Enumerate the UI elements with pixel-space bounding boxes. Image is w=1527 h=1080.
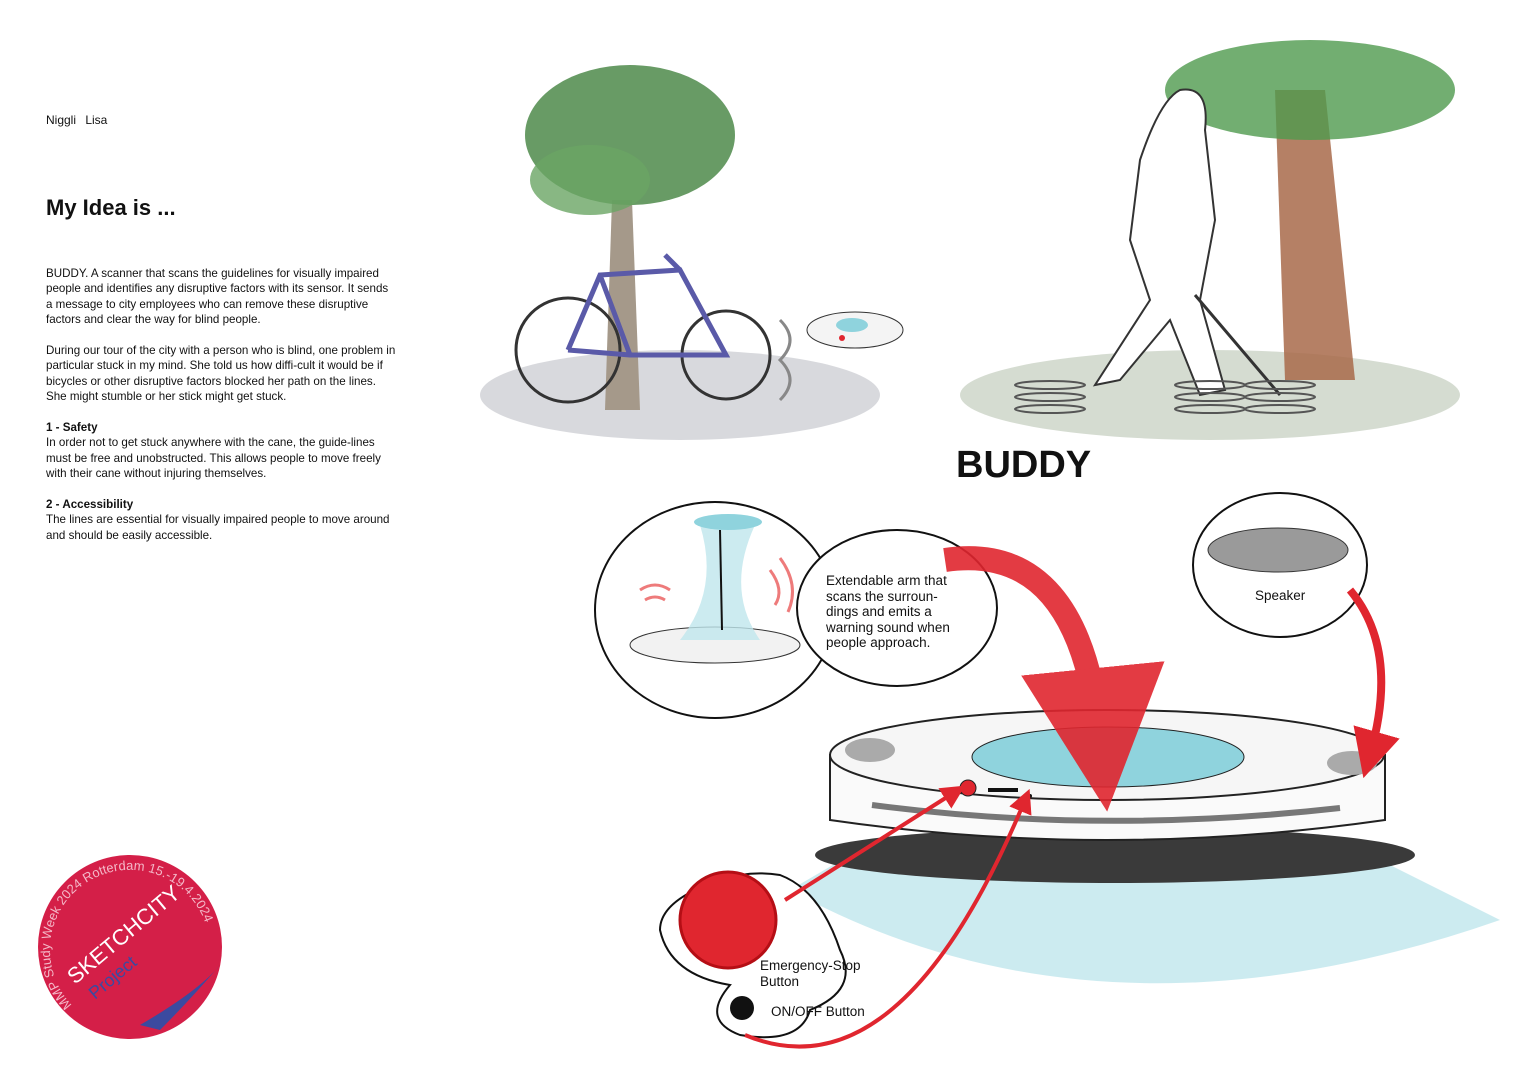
story-paragraph: During our tour of the city with a perso… <box>46 344 396 404</box>
section-text-accessibility: The lines are essential for visually imp… <box>46 513 390 542</box>
arm-callout-text: Extendable arm that scans the surroun-di… <box>826 573 950 650</box>
intro-paragraph: BUDDY. A scanner that scans the guidelin… <box>46 267 389 327</box>
scan-field <box>790 850 1500 984</box>
emergency-stop-label: Emergency-Stop Button <box>760 958 861 989</box>
speaker-label: Speaker <box>1255 588 1306 603</box>
sketchcity-sticker-logo: MMP Study Week 2024 Rotterdam 15.-19.4.2… <box>38 855 222 1039</box>
on-off-icon <box>730 996 754 1020</box>
onoff-arrow <box>744 788 1032 1049</box>
section-title-accessibility: 2 - Accessibility <box>46 498 134 512</box>
product-title: BUDDY <box>956 444 1092 486</box>
buddy-device-illustration <box>815 709 1415 883</box>
arm-arrow <box>943 546 1165 812</box>
on-off-label: ON/OFF Button <box>771 1004 865 1019</box>
author-name: Niggli Lisa <box>46 113 108 127</box>
speaker-arrow <box>1346 587 1400 779</box>
blind-person-scene-illustration <box>960 40 1460 440</box>
description: BUDDY. A scanner that scans the guidelin… <box>46 266 396 559</box>
section-text-safety: In order not to get stuck anywhere with … <box>46 436 381 481</box>
section-title-safety: 1 - Safety <box>46 421 98 435</box>
emergency-arrow <box>783 785 966 902</box>
emergency-stop-icon <box>678 870 778 970</box>
page-title: My Idea is ... <box>46 195 176 220</box>
bicycle-scene-illustration <box>480 65 904 440</box>
arm-illustration <box>629 514 801 664</box>
speaker-icon <box>1207 527 1349 573</box>
